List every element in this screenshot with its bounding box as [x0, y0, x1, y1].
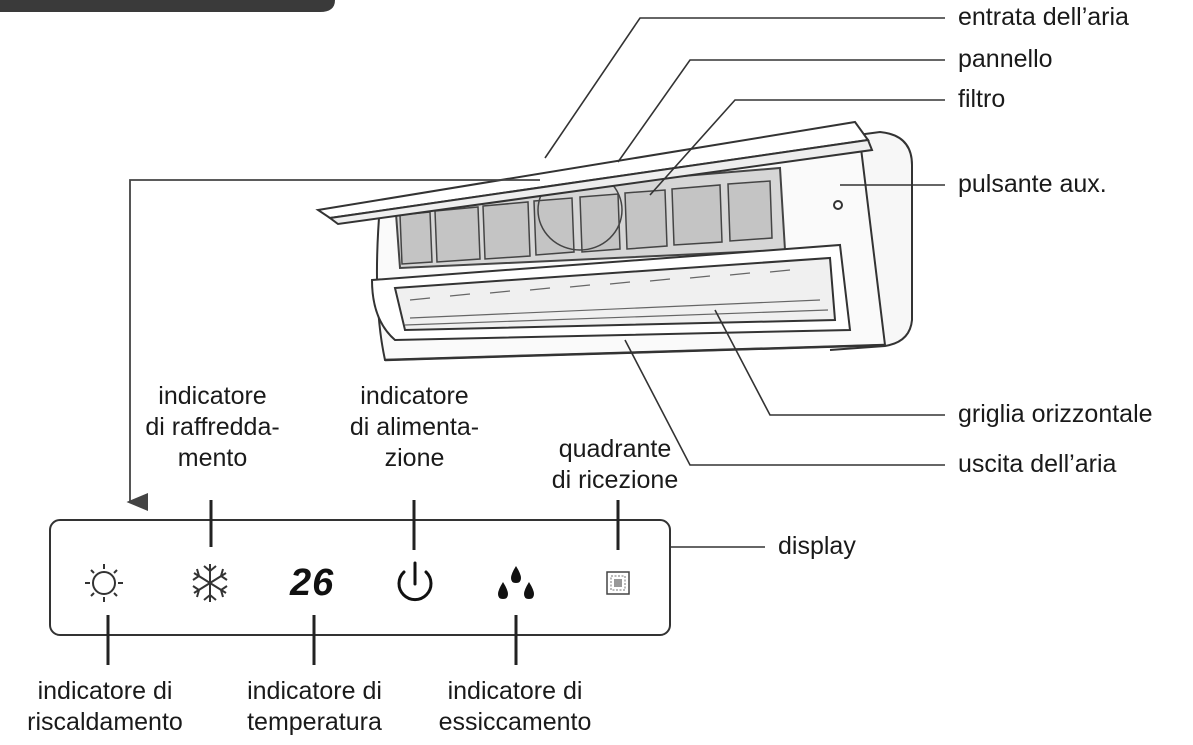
label-air-inlet: entrata dell’aria: [958, 3, 1129, 31]
label-cooling-line-1: indicatore: [158, 382, 267, 410]
label-power-indicator: indicatore di alimenta- zione: [342, 381, 487, 474]
label-filter: filtro: [958, 85, 1006, 113]
header-tab: [0, 0, 335, 12]
label-power-line-3: zione: [384, 444, 445, 472]
power-icon: [397, 561, 433, 602]
leader-lines: [544, 17, 945, 548]
indoor-unit: [315, 120, 913, 362]
label-temperature-line-1: indicatore di: [247, 677, 382, 705]
label-display: display: [778, 532, 856, 560]
label-cooling-indicator: indicatore di raffredda- mento: [140, 381, 285, 474]
label-receiver-line-2: di ricezione: [551, 466, 679, 494]
label-temperature-indicator: indicatore di temperatura: [222, 676, 407, 738]
label-cooling-line-2: di raffredda-: [145, 413, 280, 441]
label-panel: pannello: [958, 45, 1053, 73]
label-drying-line-2: essiccamento: [438, 708, 592, 736]
label-temperature-line-2: temperatura: [247, 708, 382, 736]
label-cooling-line-3: mento: [177, 444, 248, 472]
label-drying-indicator: indicatore di essiccamento: [420, 676, 610, 738]
label-power-line-1: indicatore: [360, 382, 469, 410]
temperature-digits: 26: [290, 562, 335, 604]
label-heating-line-2: riscaldamento: [27, 708, 183, 736]
link-arrow: [126, 179, 540, 511]
drops-icon: [498, 566, 534, 599]
label-drying-line-1: indicatore di: [447, 677, 583, 705]
display-panel: [49, 519, 671, 636]
label-horizontal-louver: griglia orizzontale: [958, 400, 1153, 428]
snowflake-icon: [192, 564, 228, 602]
receiver-icon: [606, 571, 630, 595]
label-heating-indicator: indicatore di riscaldamento: [10, 676, 200, 738]
label-receiver-line-1: quadrante: [558, 435, 672, 463]
filter: [399, 180, 773, 265]
label-aux-button: pulsante aux.: [958, 170, 1107, 198]
label-power-line-2: di alimenta-: [349, 413, 480, 441]
label-air-outlet: uscita dell’aria: [958, 450, 1117, 478]
label-heating-line-1: indicatore di: [37, 677, 173, 705]
label-receiver: quadrante di ricezione: [530, 434, 700, 496]
sun-icon: [85, 564, 123, 602]
